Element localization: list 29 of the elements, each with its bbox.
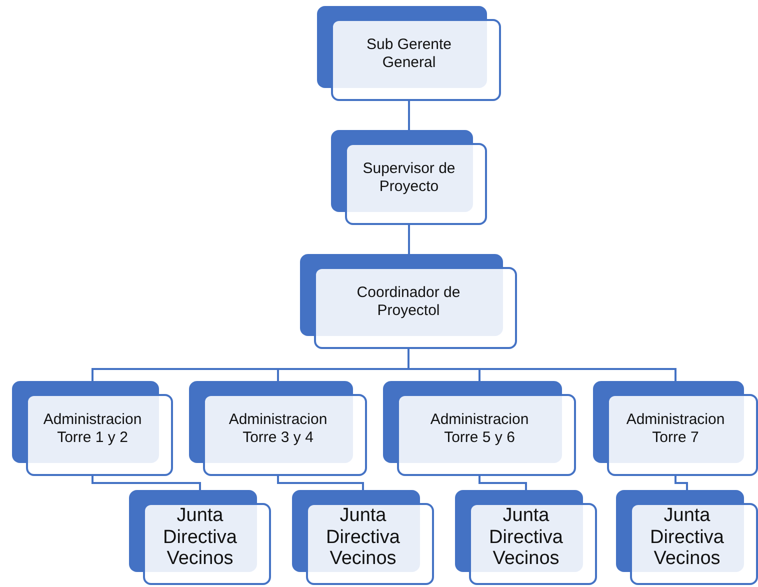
org-chart-box [616, 490, 758, 585]
org-chart-box [189, 381, 367, 476]
org-chart-box [129, 490, 271, 585]
org-chart-box [12, 381, 173, 476]
org-chart-box [383, 381, 576, 476]
position-title: Coordinador de Proyectol [356, 284, 462, 319]
connector-line [408, 101, 410, 130]
org-chart-box [593, 381, 758, 476]
position-title: Junta Directiva Vecinos [488, 504, 564, 570]
connector-line [92, 476, 201, 490]
connector-line [674, 476, 688, 490]
connector-line [408, 349, 676, 381]
position-title: Sub Gerente General [365, 36, 453, 71]
org-chart-box [317, 6, 501, 101]
org-chart-box [331, 130, 487, 225]
org-chart-box [300, 254, 517, 349]
position-title: Junta Directiva Vecinos [649, 504, 725, 570]
connector-line [478, 476, 527, 490]
position-title: Administracion Torre 7 [625, 411, 726, 446]
position-title: Administracion Torre 3 y 4 [228, 411, 328, 446]
position-title: Supervisor de Proyecto [362, 160, 456, 195]
org-chart-box [455, 490, 597, 585]
org-chart-box [292, 490, 434, 585]
position-title: Administracion Torre 1 y 2 [42, 411, 143, 446]
position-title: Administracion Torre 5 y 6 [429, 411, 530, 446]
position-title: Junta Directiva Vecinos [325, 504, 401, 570]
connector-line [277, 476, 364, 490]
connector-line [408, 225, 410, 254]
position-title: Junta Directiva Vecinos [162, 504, 238, 570]
